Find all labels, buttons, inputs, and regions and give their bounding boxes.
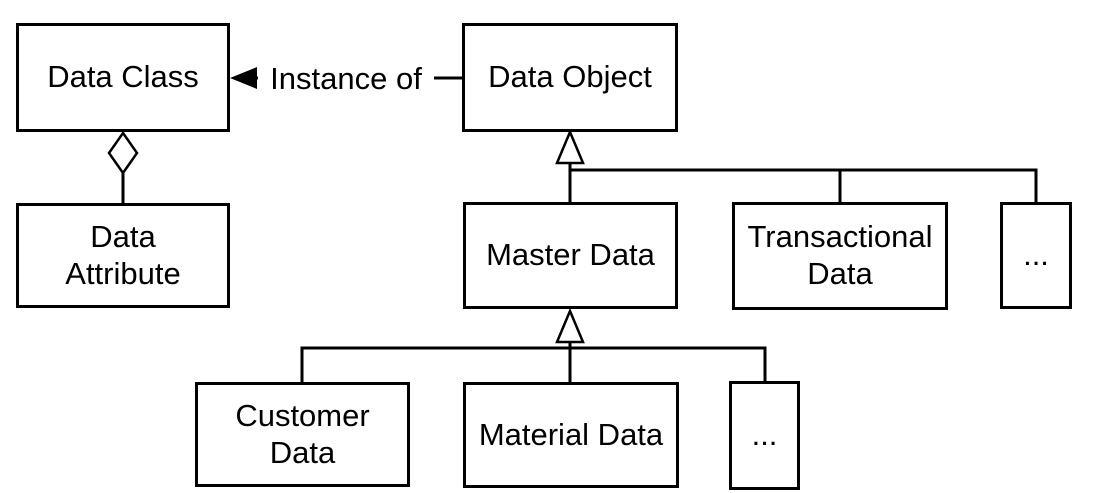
node-label: ... [751,417,778,453]
node-data-class: Data Class [16,23,230,132]
node-label: Customer Data [235,397,370,470]
instance-of-edge-label: Instance of [258,59,434,97]
node-data-object: Data Object [462,23,678,132]
aggregation-edge [107,130,139,203]
node-data-attribute: Data Attribute [16,203,230,308]
aggregation-diamond-icon [107,130,139,176]
node-master-data: Master Data [463,202,678,309]
generalization-master-data-edge [300,307,767,382]
generalization-triangle-icon [555,307,585,344]
node-label: Transactional Data [747,219,933,291]
filled-arrowhead-icon [230,67,257,89]
generalization-data-object-edge [555,128,1038,202]
generalization-triangle-icon [555,128,585,165]
node-label: Data Object [488,59,652,95]
node-label: Master Data [486,237,655,273]
node-transactional-data: Transactional Data [732,202,948,310]
node-label: Data Class [47,59,199,95]
node-ellipsis-other-master-data: ... [729,381,800,490]
node-label: Data Attribute [65,218,181,291]
node-label: Material Data [478,416,664,452]
node-customer-data: Customer Data [195,382,410,487]
node-ellipsis-other-data-object: ... [1000,202,1072,309]
node-label: ... [1023,237,1049,273]
node-material-data: Material Data [463,382,679,488]
